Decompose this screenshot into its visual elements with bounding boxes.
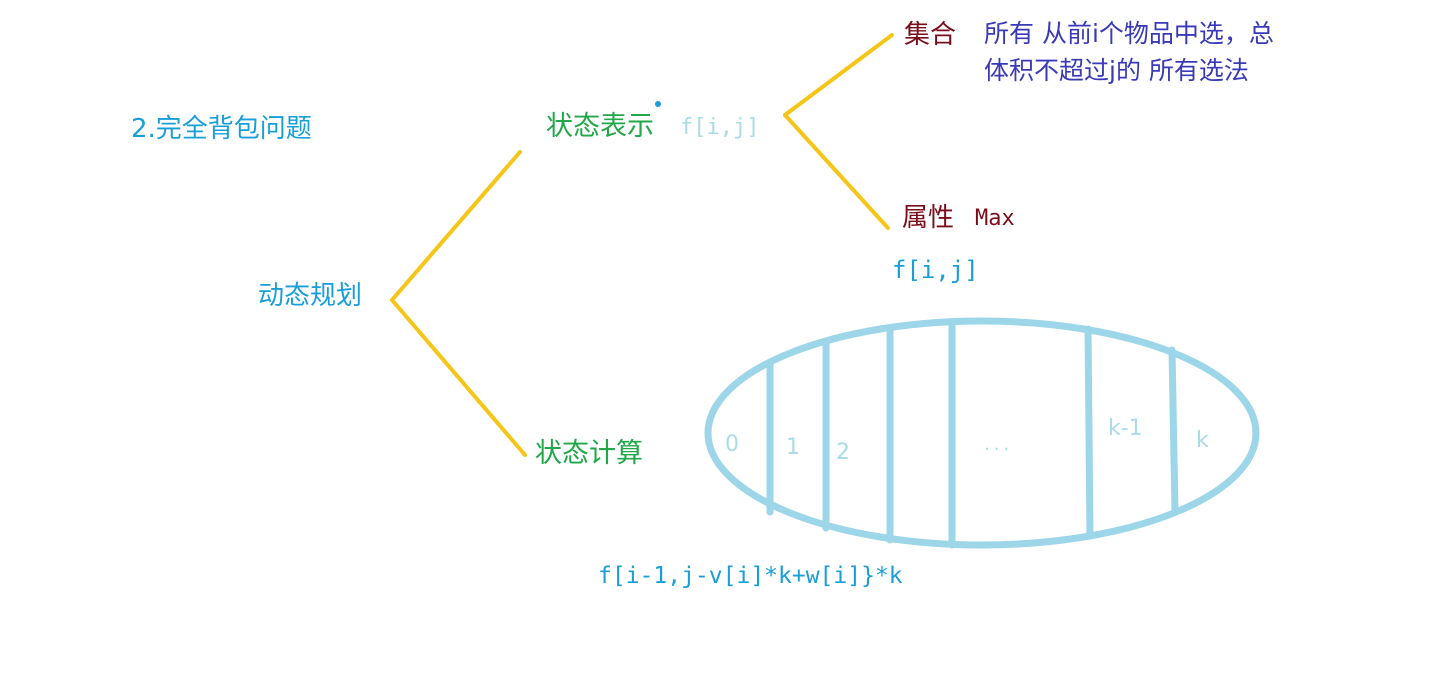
state-computation-label: 状态计算 bbox=[535, 438, 643, 469]
branch-line-upper bbox=[390, 150, 522, 302]
diagram-title: 2.完全背包问题 bbox=[131, 114, 312, 144]
partition-label-ellipsis: ... bbox=[984, 434, 1014, 455]
representation-notation: f[i,j] bbox=[680, 115, 760, 140]
partition-line bbox=[1084, 325, 1094, 540]
partition-label-0: 0 bbox=[725, 432, 739, 457]
ink-dot bbox=[655, 101, 661, 107]
ellipse-top-notation: f[i,j] bbox=[892, 256, 979, 284]
partition-label-2: 2 bbox=[836, 440, 850, 465]
attribute-label: 属性 bbox=[902, 203, 955, 233]
attribute-value: Max bbox=[975, 206, 1015, 231]
partition-label-k: k bbox=[1196, 428, 1209, 453]
set-ellipse bbox=[704, 317, 1260, 549]
partition-line bbox=[1168, 346, 1179, 516]
set-description-line1: 所有 从前i个物品中选，总 bbox=[984, 19, 1274, 48]
branch-line-set bbox=[783, 33, 894, 117]
partition-label-k-1: k-1 bbox=[1108, 416, 1143, 441]
branch-line-attribute bbox=[783, 113, 890, 230]
root-node-label: 动态规划 bbox=[258, 281, 363, 311]
set-label: 集合 bbox=[904, 20, 957, 50]
partition-label-1: 1 bbox=[786, 435, 800, 460]
branch-line-lower bbox=[390, 298, 527, 457]
set-description-line2: 体积不超过j的 所有选法 bbox=[984, 56, 1249, 85]
transition-formula: f[i-1,j-v[i]*k+w[i]}*k bbox=[598, 563, 903, 589]
state-representation-label: 状态表示 bbox=[546, 111, 654, 142]
